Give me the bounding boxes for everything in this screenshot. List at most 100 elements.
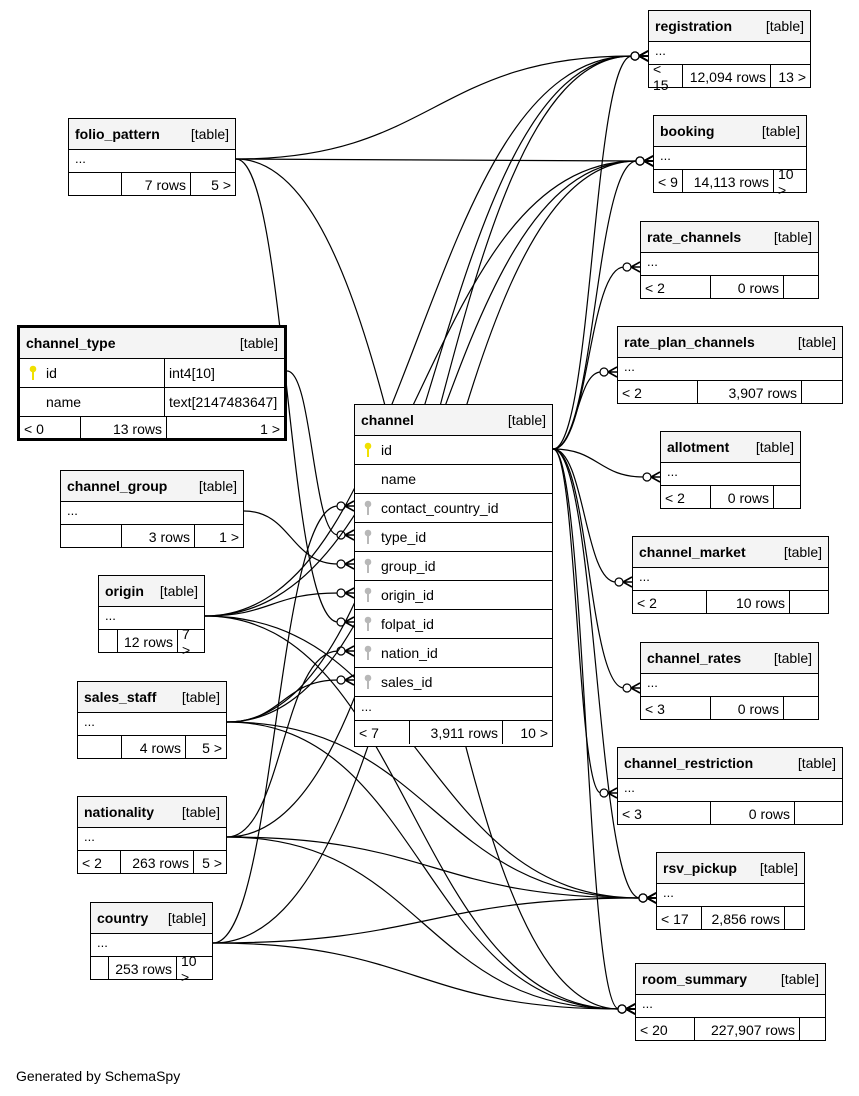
table-sales_staff[interactable]: sales_staff [table] ... 4 rows 5 >: [77, 681, 227, 759]
children-count[interactable]: 5 >: [190, 173, 235, 196]
more-columns: ...: [61, 501, 243, 524]
crows-foot-marker: [344, 500, 355, 512]
column-row[interactable]: contact_country_id: [355, 493, 552, 522]
parents-count[interactable]: < 2: [665, 489, 685, 506]
table-nationality[interactable]: nationality [table] ... < 2 263 rows 5 >: [77, 796, 227, 874]
column-row[interactable]: origin_id: [355, 580, 552, 609]
table-name: channel_type: [26, 335, 116, 351]
column-row[interactable]: name: [355, 464, 552, 493]
children-count[interactable]: 10 >: [176, 953, 212, 985]
children-count[interactable]: 10 >: [502, 721, 552, 744]
table-header: origin [table]: [99, 576, 204, 606]
table-allotment[interactable]: allotment [table] ... < 2 0 rows: [660, 431, 801, 509]
children-count[interactable]: 1 >: [166, 417, 284, 440]
table-channel_group[interactable]: channel_group [table] ... 3 rows 1 >: [60, 470, 244, 548]
children-count[interactable]: [783, 697, 818, 720]
relationship-edge: [235, 55, 633, 160]
column-name: sales_id: [381, 674, 433, 690]
column-row[interactable]: nation_id: [355, 638, 552, 667]
zero-or-many-marker: [622, 262, 632, 272]
crows-foot-marker: [650, 471, 661, 483]
table-country[interactable]: country [table] ... 253 rows 10 >: [90, 902, 213, 985]
children-count[interactable]: [801, 381, 842, 404]
children-count[interactable]: [773, 486, 800, 509]
relationship-edge: [226, 721, 641, 899]
zero-or-many-marker: [617, 1004, 627, 1014]
table-rate_channels[interactable]: rate_channels [table] ... < 2 0 rows: [640, 221, 819, 299]
parents-count[interactable]: < 20: [640, 1021, 668, 1038]
table-rsv_pickup[interactable]: rsv_pickup [table] ... < 17 2,856 rows: [656, 852, 805, 930]
children-count[interactable]: 5 >: [193, 851, 226, 874]
foreign-key-icon: [355, 500, 381, 516]
table-channel_type[interactable]: channel_type [table] id int4[10] name te…: [17, 325, 287, 441]
more-columns: ...: [99, 606, 204, 629]
column-row[interactable]: id: [355, 435, 552, 464]
zero-or-many-marker: [599, 367, 609, 377]
foreign-key-icon: [355, 616, 381, 632]
row-count: 3 rows: [121, 525, 194, 548]
parents-count[interactable]: < 15: [653, 60, 669, 93]
relationship-edge: [204, 615, 641, 899]
table-header: allotment [table]: [661, 432, 800, 462]
row-count: 0 rows: [710, 802, 794, 825]
parents-count[interactable]: < 2: [637, 594, 657, 611]
table-name: registration: [655, 18, 733, 34]
zero-or-many-marker: [336, 588, 346, 598]
children-count[interactable]: [794, 802, 842, 825]
table-name: folio_pattern: [75, 126, 160, 142]
table-type-tag: [table]: [190, 126, 229, 142]
children-count[interactable]: 1 >: [194, 525, 243, 548]
column-row[interactable]: id int4[10]: [20, 358, 284, 387]
parents-count[interactable]: < 2: [645, 279, 665, 296]
table-header: country [table]: [91, 903, 212, 933]
parents-count[interactable]: < 3: [645, 700, 665, 717]
table-booking[interactable]: booking [table] ... < 9 14,113 rows 10 >: [653, 115, 807, 198]
column-row[interactable]: sales_id: [355, 667, 552, 696]
parents-count[interactable]: < 17: [661, 910, 689, 927]
children-count[interactable]: 7 >: [177, 626, 204, 658]
parents-count[interactable]: [69, 173, 121, 196]
table-rate_plan_channels[interactable]: rate_plan_channels [table] ... < 2 3,907…: [617, 326, 843, 404]
table-stats: < 2 10 rows: [633, 590, 828, 614]
children-count[interactable]: [799, 1018, 825, 1041]
more-columns: ...: [641, 673, 818, 696]
relationship-edge: [235, 158, 638, 162]
parents-count[interactable]: < 3: [622, 805, 642, 822]
parents-count[interactable]: < 2: [622, 384, 642, 401]
row-count: 3,911 rows: [409, 721, 502, 744]
table-header: channel [table]: [355, 405, 552, 435]
table-channel_rates[interactable]: channel_rates [table] ... < 3 0 rows: [640, 642, 819, 720]
children-count[interactable]: 13 >: [770, 65, 810, 88]
column-row[interactable]: type_id: [355, 522, 552, 551]
table-registration[interactable]: registration [table] ... < 15 12,094 row…: [648, 10, 811, 93]
zero-or-many-marker: [336, 675, 346, 685]
table-room_summary[interactable]: room_summary [table] ... < 20 227,907 ro…: [635, 963, 826, 1041]
parents-count[interactable]: < 2: [82, 854, 102, 871]
relationship-edge: [212, 505, 339, 944]
parents-count[interactable]: < 9: [658, 173, 678, 190]
parents-count[interactable]: < 7: [359, 724, 379, 741]
children-count[interactable]: [783, 276, 818, 299]
children-count[interactable]: [784, 907, 804, 930]
column-row[interactable]: name text[2147483647]: [20, 387, 284, 416]
table-folio_pattern[interactable]: folio_pattern [table] ... 7 rows 5 >: [68, 118, 236, 196]
children-count[interactable]: [789, 591, 828, 614]
column-row[interactable]: folpat_id: [355, 609, 552, 638]
table-channel_market[interactable]: channel_market [table] ... < 2 10 rows: [632, 536, 829, 614]
table-type-tag: [table]: [167, 910, 206, 926]
table-stats: < 3 0 rows: [618, 801, 842, 825]
parents-count[interactable]: [61, 525, 121, 548]
parents-count[interactable]: < 0: [24, 420, 44, 437]
crows-foot-marker: [643, 155, 654, 167]
table-header: rate_channels [table]: [641, 222, 818, 252]
children-count[interactable]: 10 >: [773, 166, 806, 198]
table-origin[interactable]: origin [table] ... 12 rows 7 >: [98, 575, 205, 658]
parents-count[interactable]: [91, 957, 108, 980]
parents-count[interactable]: [78, 736, 121, 759]
column-row[interactable]: group_id: [355, 551, 552, 580]
parents-count[interactable]: [99, 630, 117, 653]
children-count[interactable]: 5 >: [185, 736, 226, 759]
table-name: country: [97, 910, 149, 926]
table-channel_restriction[interactable]: channel_restriction [table] ... < 3 0 ro…: [617, 747, 843, 825]
